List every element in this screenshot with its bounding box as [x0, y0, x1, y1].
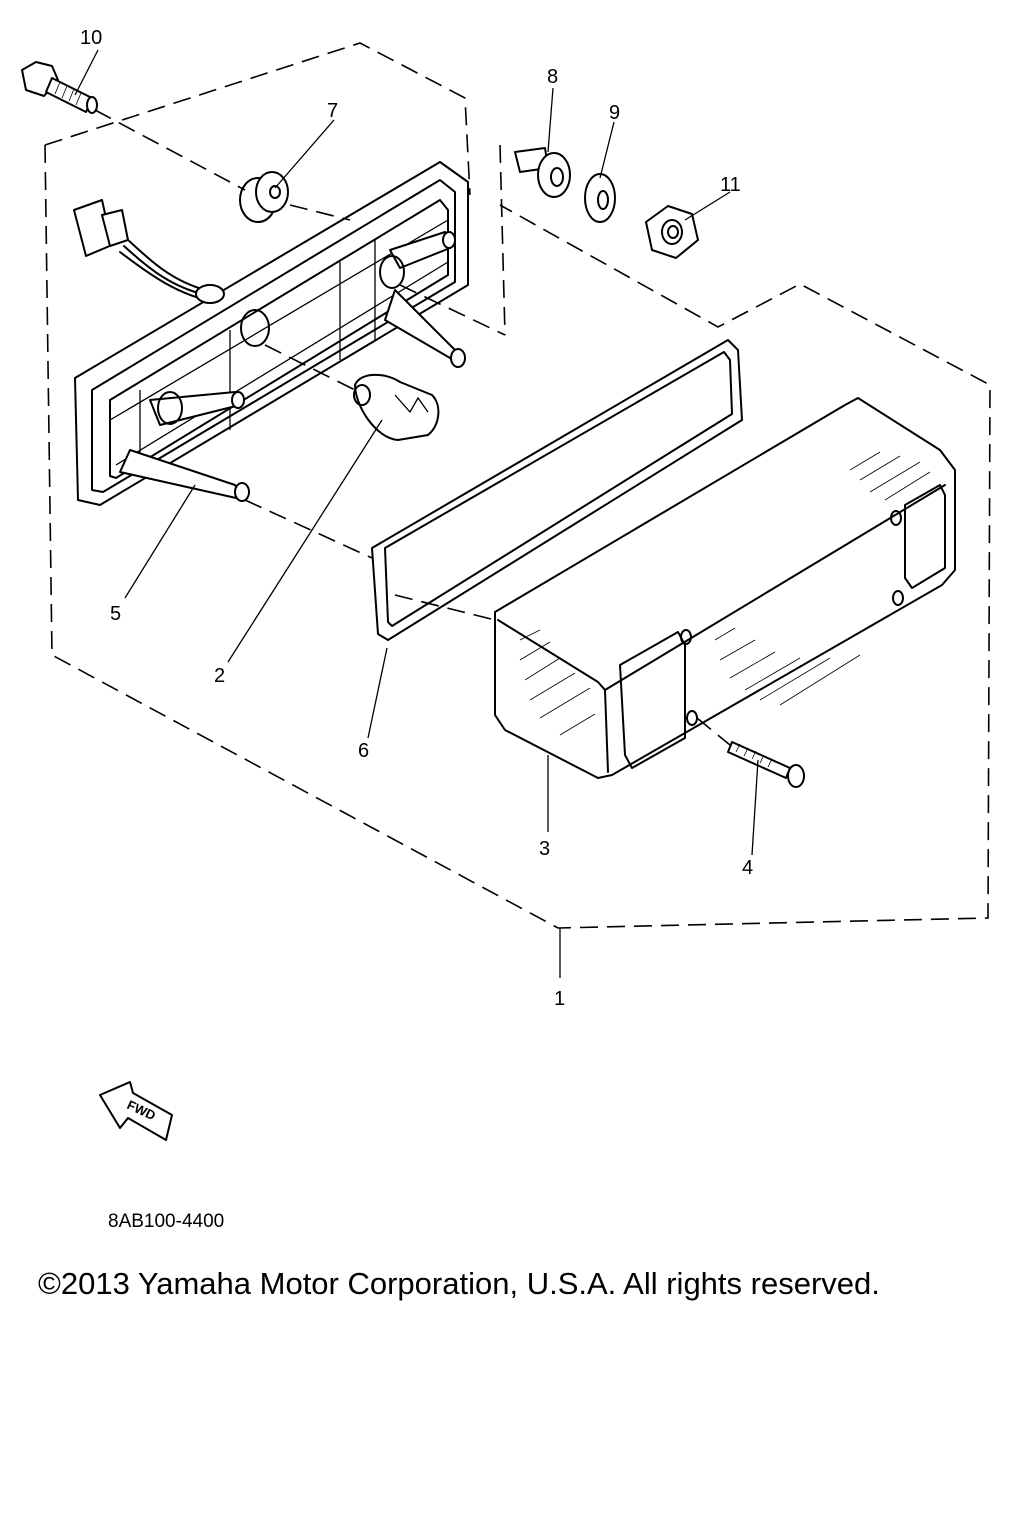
- grommet: [239, 171, 289, 223]
- bolt: [21, 61, 98, 114]
- collar: [514, 147, 571, 198]
- nut: [645, 205, 699, 259]
- callout-2: 2: [214, 665, 225, 687]
- callout-1: 1: [554, 988, 565, 1010]
- bulb: [353, 373, 440, 441]
- gasket: [371, 339, 743, 641]
- callout-4: 4: [742, 857, 753, 879]
- callout-11: 11: [720, 174, 741, 196]
- diagram-code: 8AB100-4400: [108, 1211, 224, 1232]
- lamp-housing: [73, 161, 469, 506]
- callout-7: 7: [327, 100, 338, 122]
- copyright-notice: ©2013 Yamaha Motor Corporation, U.S.A. A…: [38, 1266, 880, 1301]
- callout-9: 9: [609, 102, 620, 124]
- leader-lines: [74, 49, 759, 978]
- callout-6: 6: [358, 740, 369, 762]
- washer: [584, 173, 616, 223]
- lens-screw: [727, 741, 805, 788]
- fwd-arrow-icon: FWD: [99, 1081, 173, 1141]
- callout-10: 10: [80, 27, 102, 49]
- callout-8: 8: [547, 66, 558, 88]
- callout-3: 3: [539, 838, 550, 860]
- assembly-boundary: [44, 42, 991, 929]
- assembly-lines: [94, 109, 731, 746]
- callout-5: 5: [110, 603, 121, 625]
- callout-labels: 1 2 3 4 5 6 7 8 9 10 11: [80, 27, 753, 1010]
- lens: [494, 397, 956, 779]
